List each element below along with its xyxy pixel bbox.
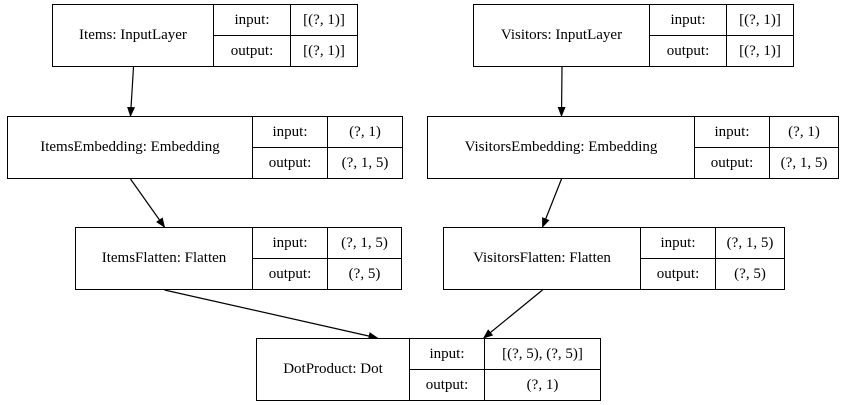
input-label: input: [650,5,727,35]
input-shape: [(?, 5), (?, 5)] [502,345,583,362]
output-shape: [(?, 1)] [303,42,345,59]
node-name: ItemsFlatten: Flatten [76,228,253,289]
output-shape: (?, 1, 5) [341,154,389,171]
input-shape: (?, 1, 5) [726,234,774,251]
visitors-input-layer-node: Visitors: InputLayer input: [(?, 1)] out… [473,4,794,67]
items-embedding-node: ItemsEmbedding: Embedding input: (?, 1) … [7,116,403,179]
input-shape: (?, 1) [788,123,820,140]
output-label: output: [695,148,770,178]
edge-visitors_input-to-visitors_embedding [557,66,566,117]
input-label: input: [641,228,716,258]
input-label: input: [695,117,770,147]
node-name: VisitorsEmbedding: Embedding [428,117,695,178]
edge-items_flatten-to-dot_product [164,289,379,340]
input-label: input: [253,228,328,258]
input-shape: (?, 1, 5) [341,234,388,251]
output-shape: (?, 5) [734,265,766,282]
visitors-embedding-node: VisitorsEmbedding: Embedding input: (?, … [427,116,839,179]
edge-visitors_flatten-to-dot_product [482,289,543,339]
input-label: input: [253,117,328,147]
input-shape: (?, 1) [349,123,381,140]
edge-items_input-to-items_embedding [127,66,136,117]
node-name: DotProduct: Dot [257,339,410,400]
items-input-layer-node: Items: InputLayer input: [(?, 1)] output… [52,4,358,67]
output-shape: [(?, 1)] [739,42,781,59]
input-shape: [(?, 1)] [739,11,781,28]
input-shape: [(?, 1)] [303,11,345,28]
output-shape: (?, 5) [348,265,381,282]
output-label: output: [214,36,291,66]
node-name: Items: InputLayer [53,5,214,66]
output-label: output: [253,148,328,178]
output-shape: (?, 1) [526,376,559,393]
items-flatten-node: ItemsFlatten: Flatten input: (?, 1, 5) o… [75,227,402,290]
output-label: output: [650,36,727,66]
edge-items_embedding-to-items_flatten [130,178,166,228]
dot-product-node: DotProduct: Dot input: [(?, 5), (?, 5)] … [256,338,601,401]
input-label: input: [410,339,485,369]
input-label: input: [214,5,291,35]
node-name: Visitors: InputLayer [474,5,650,66]
output-label: output: [410,370,485,400]
visitors-flatten-node: VisitorsFlatten: Flatten input: (?, 1, 5… [443,227,785,290]
node-name: VisitorsFlatten: Flatten [444,228,641,289]
output-label: output: [641,259,716,289]
output-label: output: [253,259,328,289]
node-name: ItemsEmbedding: Embedding [8,117,253,178]
edge-visitors_embedding-to-visitors_flatten [541,178,563,228]
output-shape: (?, 1, 5) [780,154,828,171]
